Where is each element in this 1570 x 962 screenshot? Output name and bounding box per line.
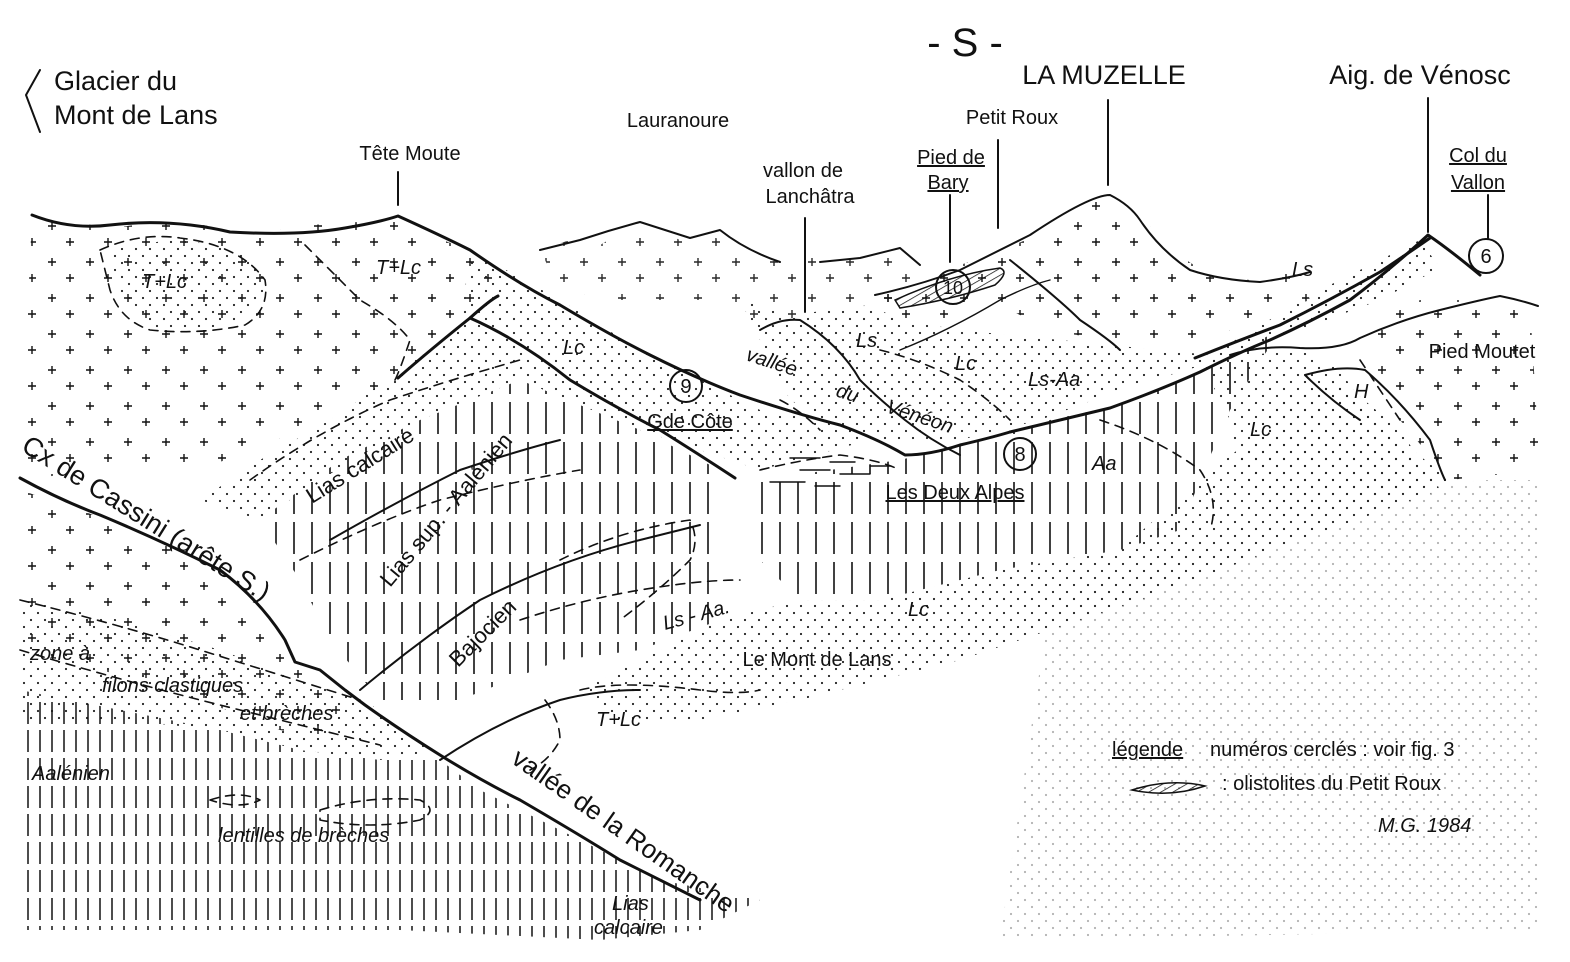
marker-6-label: 6 bbox=[1480, 246, 1491, 268]
dashed-contacts bbox=[19, 235, 1401, 826]
lauranoure-label: Lauranoure bbox=[627, 110, 729, 132]
orientation-label: - S - bbox=[927, 21, 1003, 65]
lc-label-2: Lc bbox=[955, 353, 976, 375]
far-range-patterns bbox=[540, 195, 1540, 480]
legend-title: légende bbox=[1112, 739, 1183, 761]
marker-8-circle bbox=[1003, 437, 1037, 471]
glacier-label-2: Mont de Lans bbox=[54, 100, 218, 130]
marker-9-circle bbox=[669, 369, 703, 403]
circled-markers: 9 10 8 6 bbox=[669, 238, 1504, 471]
legend-item-2: : olistolites du Petit Roux bbox=[1222, 773, 1441, 795]
zone-label-1: zone à bbox=[29, 643, 90, 665]
lc-label-1: Lc bbox=[563, 337, 584, 359]
pied-bary-label-2: Bary bbox=[927, 172, 968, 194]
h-label: H bbox=[1354, 381, 1369, 403]
tlc-label-1: T+Lc bbox=[142, 271, 187, 293]
marker-6-circle bbox=[1468, 238, 1504, 274]
marker-9-label: 9 bbox=[680, 376, 691, 398]
legend: légende numéros cerclés : voir fig. 3 : … bbox=[1112, 739, 1471, 837]
marker-8-label: 8 bbox=[1014, 444, 1025, 466]
legend-signature: M.G. 1984 bbox=[1378, 815, 1471, 837]
main-contour-lines bbox=[18, 194, 1539, 902]
col-vallon-label-1: Col du bbox=[1449, 145, 1507, 167]
lc-label-4: Lc bbox=[908, 599, 929, 621]
tlc-label-3: T+Lc bbox=[596, 709, 641, 731]
legend-item-1: numéros cerclés : voir fig. 3 bbox=[1210, 739, 1455, 761]
grande-cote-label: Gde Côte bbox=[647, 411, 733, 433]
pied-moutet-label: Pied Moutet bbox=[1429, 341, 1536, 363]
zone-label-2: filons clastiques bbox=[102, 675, 243, 697]
zone-label-3: et brèches bbox=[240, 703, 333, 725]
muzelle-label: LA MUZELLE bbox=[1022, 60, 1186, 90]
mont-de-lans-label: Le Mont de Lans bbox=[743, 649, 892, 671]
aalenien-label: Aalénien bbox=[31, 763, 110, 785]
lc-label-3: Lc bbox=[1250, 419, 1271, 441]
petit-roux-label: Petit Roux bbox=[966, 107, 1058, 129]
aa-label: Aa bbox=[1091, 453, 1116, 475]
vallon-label-2: Lanchâtra bbox=[766, 186, 856, 208]
deux-alpes-label: Les Deux Alpes bbox=[886, 482, 1025, 504]
lias-bottom-label-1: Lias bbox=[612, 893, 649, 915]
pied-bary-label-1: Pied de bbox=[917, 147, 985, 169]
olistolite-lens bbox=[893, 267, 1005, 309]
leader-lines bbox=[25, 69, 1489, 313]
aig-venosc-label: Aig. de Vénosc bbox=[1329, 60, 1511, 90]
ls-label-1: Ls bbox=[856, 330, 877, 352]
legend-olistolite-swatch bbox=[1129, 782, 1208, 794]
peak-labels: - S - Glacier du Mont de Lans Tête Moute… bbox=[54, 21, 1536, 363]
lias-bottom-label-2: calcaire bbox=[594, 917, 663, 939]
deux-alpes-dashes bbox=[769, 457, 891, 487]
lentilles-label: lentilles de brèches bbox=[218, 825, 389, 847]
ls-aa-label: Ls-Aa bbox=[1028, 369, 1080, 391]
vallon-label-1: vallon de bbox=[763, 160, 843, 182]
ls-label-2: Ls bbox=[1292, 259, 1313, 281]
tlc-label-2: T+Lc bbox=[376, 257, 421, 279]
col-vallon-label-2: Vallon bbox=[1451, 172, 1505, 194]
marker-10-circle bbox=[935, 269, 971, 305]
marker-10-label: 10 bbox=[943, 278, 963, 298]
glacier-label-1: Glacier du bbox=[54, 66, 177, 96]
tete-moute-label: Tête Moute bbox=[359, 143, 460, 165]
